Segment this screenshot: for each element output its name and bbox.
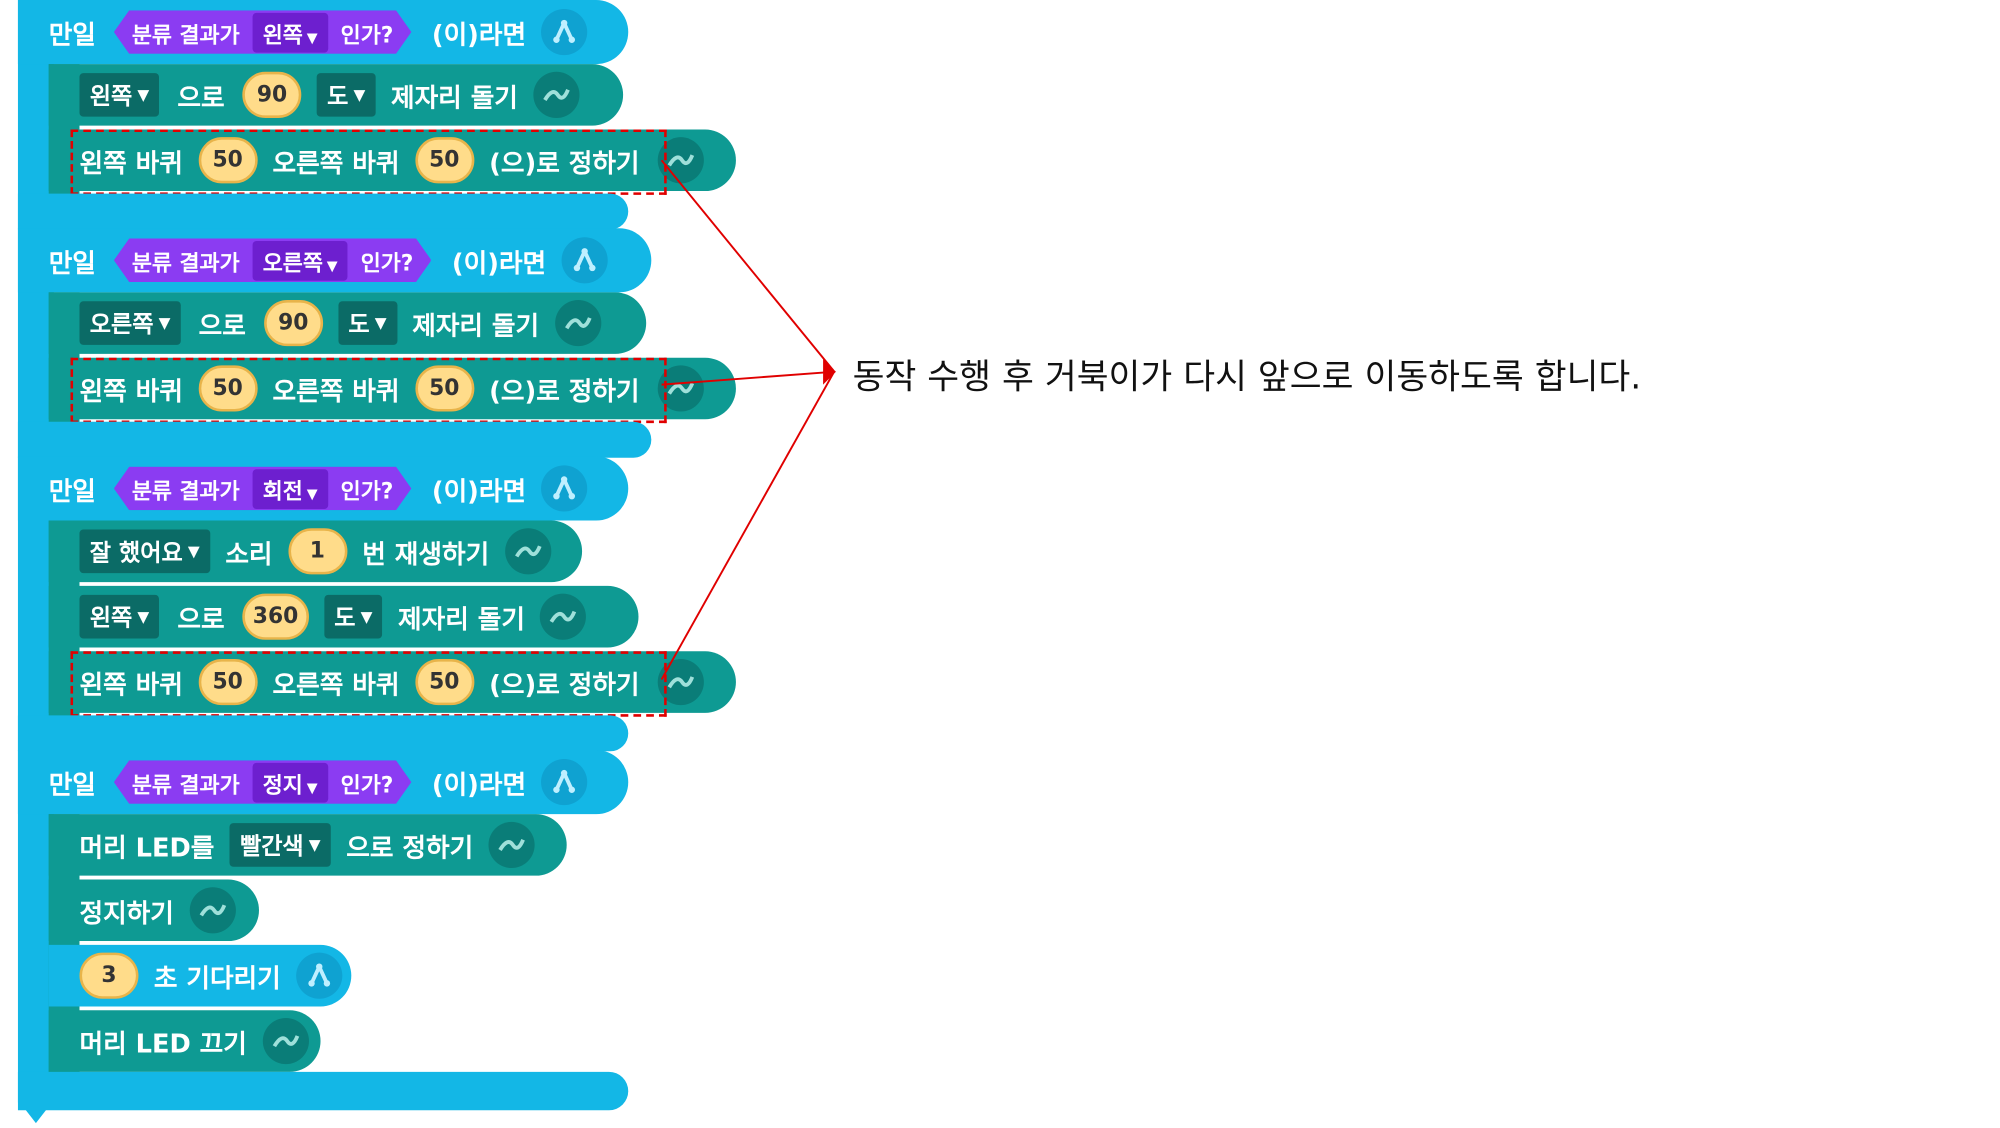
left-wheel-input[interactable]: 50 bbox=[198, 137, 258, 184]
motion-icon bbox=[533, 71, 580, 118]
stack-end bbox=[17, 1071, 629, 1111]
motion-icon bbox=[554, 300, 601, 347]
set-label: (으)로 정하기 bbox=[489, 375, 640, 406]
if-keyword: 만일 bbox=[48, 246, 96, 278]
led-set-label: 으로 정하기 bbox=[346, 831, 474, 863]
stack-spine bbox=[17, 0, 54, 1103]
annotation-text: 동작 수행 후 거북이가 다시 앞으로 이동하도록 합니다. bbox=[852, 357, 1642, 398]
right-wheel-input[interactable]: 50 bbox=[414, 137, 474, 184]
degree-input[interactable]: 90 bbox=[263, 300, 323, 347]
classify-label: 분류 결과가 bbox=[131, 772, 240, 799]
motion-icon bbox=[262, 1017, 309, 1065]
if-keyword: 만일 bbox=[48, 18, 96, 50]
branch-icon bbox=[296, 952, 343, 999]
wheel-speed-block[interactable] bbox=[48, 129, 736, 192]
spin-label: 제자리 돌기 bbox=[412, 309, 540, 341]
if-keyword: 만일 bbox=[48, 475, 96, 506]
class-dropdown[interactable]: 회전▼ bbox=[252, 469, 327, 509]
play-times-label: 번 재생하기 bbox=[362, 537, 490, 569]
wait-label: 초 기다리기 bbox=[153, 962, 281, 993]
is-label: 인가? bbox=[340, 22, 394, 49]
branch-icon bbox=[541, 465, 588, 512]
left-wheel-input[interactable]: 50 bbox=[198, 365, 258, 412]
right-wheel-input[interactable]: 50 bbox=[414, 658, 474, 706]
degree-input[interactable]: 90 bbox=[242, 71, 302, 118]
led-off-label: 머리 LED 끄기 bbox=[79, 1027, 247, 1059]
classify-condition[interactable]: 분류 결과가 왼쪽▼ 인가? bbox=[114, 10, 411, 54]
unit-dropdown[interactable]: 도▼ bbox=[316, 73, 376, 117]
led-color-dropdown[interactable]: 빨간색▼ bbox=[229, 823, 331, 867]
spin-label: 제자리 돌기 bbox=[398, 603, 525, 634]
left-wheel-input[interactable]: 50 bbox=[198, 658, 258, 706]
right-wheel-label: 오른쪽 바퀴 bbox=[272, 375, 400, 406]
direction-dropdown[interactable]: 왼쪽▼ bbox=[79, 594, 160, 639]
classify-condition[interactable]: 분류 결과가 오른쪽▼ 인가? bbox=[114, 238, 432, 282]
unit-dropdown[interactable]: 도▼ bbox=[323, 594, 383, 639]
repeat-count-input[interactable]: 1 bbox=[287, 528, 347, 575]
class-dropdown[interactable]: 오른쪽▼ bbox=[252, 240, 347, 280]
stop-label: 정지하기 bbox=[79, 896, 174, 928]
direction-dropdown[interactable]: 오른쪽▼ bbox=[79, 301, 181, 345]
branch-icon bbox=[541, 759, 588, 806]
direction-suffix: 으로 bbox=[177, 603, 225, 634]
direction-dropdown[interactable]: 왼쪽▼ bbox=[79, 73, 160, 117]
degree-input[interactable]: 360 bbox=[242, 593, 309, 640]
if-keyword: 만일 bbox=[48, 768, 96, 800]
sound-label: 소리 bbox=[225, 537, 273, 569]
set-label: (으)로 정하기 bbox=[489, 146, 640, 178]
classify-condition[interactable]: 분류 결과가 정지▼ 인가? bbox=[114, 760, 411, 804]
sound-dropdown[interactable]: 잘 했어요▼ bbox=[79, 529, 210, 574]
branch-icon bbox=[541, 8, 588, 56]
direction-suffix: 으로 bbox=[177, 81, 225, 113]
right-wheel-label: 오른쪽 바퀴 bbox=[272, 146, 400, 178]
then-label: (이)라면 bbox=[431, 475, 527, 506]
classify-label: 분류 결과가 bbox=[131, 22, 240, 49]
wheel-speed-block[interactable] bbox=[48, 651, 736, 713]
direction-suffix: 으로 bbox=[198, 309, 246, 341]
left-wheel-label: 왼쪽 바퀴 bbox=[79, 375, 183, 406]
then-label: (이)라면 bbox=[431, 768, 527, 800]
if-block-end bbox=[17, 193, 629, 230]
motion-icon bbox=[189, 887, 236, 934]
then-label: (이)라면 bbox=[451, 246, 547, 278]
left-wheel-label: 왼쪽 바퀴 bbox=[79, 146, 183, 178]
motion-icon bbox=[540, 593, 587, 640]
then-label: (이)라면 bbox=[431, 18, 527, 50]
wait-seconds-input[interactable]: 3 bbox=[79, 952, 139, 999]
class-dropdown[interactable]: 왼쪽▼ bbox=[252, 12, 327, 52]
is-label: 인가? bbox=[340, 772, 394, 799]
unit-dropdown[interactable]: 도▼ bbox=[338, 301, 397, 345]
right-wheel-label: 오른쪽 바퀴 bbox=[272, 668, 400, 700]
led-label: 머리 LED를 bbox=[79, 831, 215, 863]
right-wheel-input[interactable]: 50 bbox=[414, 365, 474, 412]
set-label: (으)로 정하기 bbox=[489, 668, 640, 700]
spin-label: 제자리 돌기 bbox=[391, 81, 518, 113]
if-block-end bbox=[17, 421, 652, 458]
if-block-end bbox=[17, 715, 629, 752]
classify-label: 분류 결과가 bbox=[131, 250, 240, 277]
wheel-speed-block[interactable] bbox=[48, 357, 736, 420]
branch-icon bbox=[561, 237, 608, 284]
is-label: 인가? bbox=[340, 478, 394, 505]
left-wheel-label: 왼쪽 바퀴 bbox=[79, 668, 183, 700]
class-dropdown[interactable]: 정지▼ bbox=[252, 762, 327, 802]
classify-label: 분류 결과가 bbox=[131, 478, 240, 505]
classify-condition[interactable]: 분류 결과가 회전▼ 인가? bbox=[114, 467, 411, 511]
motion-icon bbox=[504, 528, 551, 575]
motion-icon bbox=[488, 821, 535, 868]
is-label: 인가? bbox=[360, 250, 414, 277]
